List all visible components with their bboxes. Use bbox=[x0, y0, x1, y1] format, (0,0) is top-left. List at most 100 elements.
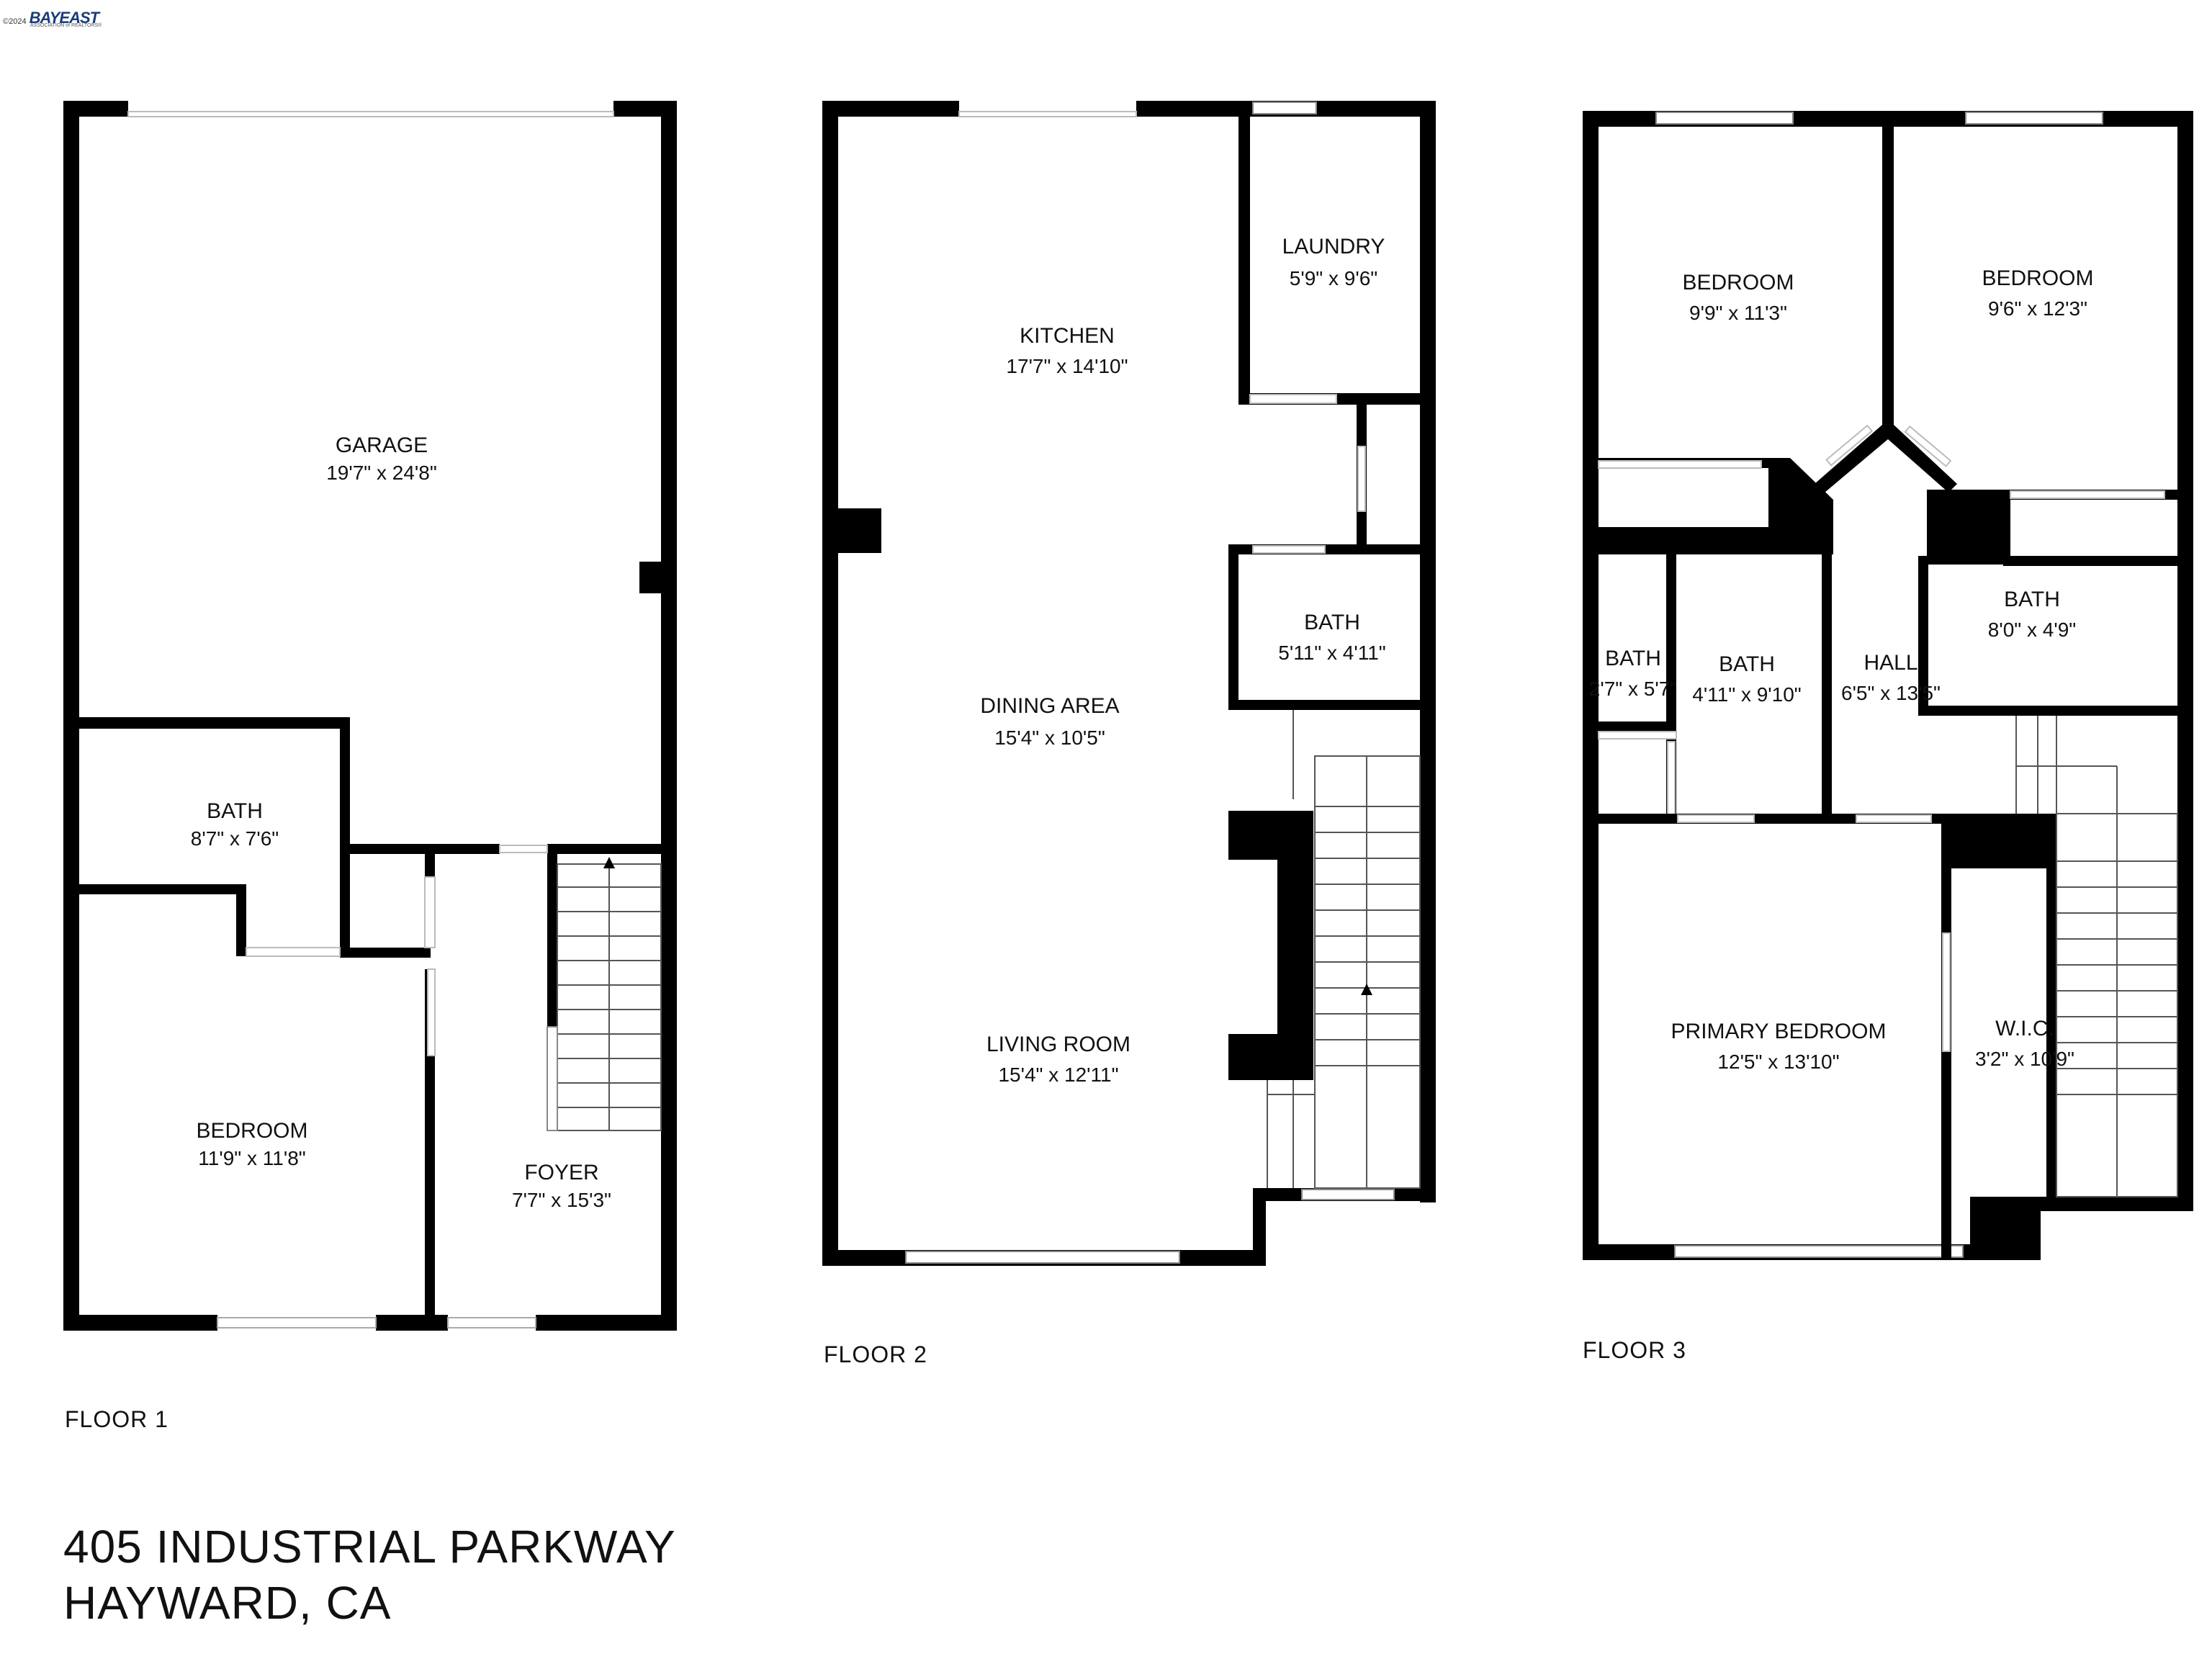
floor-3-bed1-closet-door bbox=[1598, 460, 1762, 469]
floor-2-wall-right bbox=[1420, 101, 1436, 1202]
floor-1-wall-right bbox=[661, 101, 677, 1331]
floor-3-room-dims: 9'6" x 12'3" bbox=[1988, 297, 2087, 320]
floor-1-wall-bath-top bbox=[63, 717, 350, 729]
floor-2-pantry-door bbox=[1357, 446, 1366, 512]
floor-3-stairs bbox=[2015, 716, 2178, 1197]
floor-3-room-name: W.I.C. bbox=[1995, 1017, 2054, 1040]
floor-3-room-name: PRIMARY BEDROOM bbox=[1671, 1020, 1887, 1043]
floor-1-wall-mid-h bbox=[340, 844, 500, 854]
floor-3-bath-row-a bbox=[1599, 721, 1676, 732]
floor-3-room-dims: 4'11" x 9'10" bbox=[1692, 683, 1801, 706]
floor-3-room-name: BATH bbox=[2004, 588, 2060, 611]
floor-1-wall-bottom-b bbox=[376, 1315, 448, 1331]
address-line-1: 405 INDUSTRIAL PARKWAY bbox=[63, 1521, 676, 1573]
floor-2-room-dims: 17'7" x 14'10" bbox=[1006, 355, 1128, 377]
floor-3-primary-door-2 bbox=[1856, 814, 1932, 823]
floor-3-label: FLOOR 3 bbox=[1583, 1337, 1686, 1363]
floor-2-window-laundry bbox=[1252, 102, 1317, 114]
floor-1-stairs bbox=[547, 863, 662, 1131]
floor-3-room-dims: 12'5" x 13'10" bbox=[1717, 1051, 1839, 1073]
floor-3-bath2-right bbox=[1822, 527, 1832, 821]
floor-2-plan: KITCHEN 17'7" x 14'10" LAUNDRY 5'9" x 9'… bbox=[822, 101, 1436, 1367]
floor-3-bed2-closet-door bbox=[2010, 490, 2165, 499]
floor-1-room-name: FOYER bbox=[524, 1161, 598, 1184]
floor-3-wic-door bbox=[1942, 932, 1951, 1052]
floor-3-plan: BEDROOM 9'9" x 11'3" BEDROOM 9'6" x 12'3… bbox=[1583, 111, 2193, 1363]
floor-2-bath-bottom bbox=[1228, 700, 1436, 710]
floor-3-wic-top bbox=[1951, 821, 2056, 868]
floor-1-stair-arrow bbox=[603, 857, 615, 868]
logo-tagline: ASSOCIATION of REALTORS® bbox=[30, 23, 102, 28]
floor-1-room-name: BEDROOM bbox=[196, 1119, 307, 1143]
floor-1-door-bottom bbox=[447, 1317, 536, 1328]
floor-3-bath3-bottom bbox=[1918, 706, 2193, 716]
floor-3-primary-door bbox=[1677, 814, 1755, 823]
floor-3-window-bottom bbox=[1674, 1245, 1964, 1258]
floor-3-wic-corner bbox=[1970, 1197, 2041, 1260]
floor-2-room-dims: 15'4" x 12'11" bbox=[998, 1064, 1118, 1086]
floor-2-room-dims: 5'11" x 4'11" bbox=[1278, 642, 1385, 664]
floor-2-wall-bottom-step bbox=[1253, 1188, 1266, 1266]
floor-3-room-name: BEDROOM bbox=[1682, 271, 1794, 295]
floor-3-hall-angled bbox=[1815, 425, 1957, 493]
floor-1-room-name: BATH bbox=[207, 799, 263, 823]
floor-3-bed2-bottom bbox=[2003, 556, 2177, 566]
floor-3-bath-row-b bbox=[1598, 731, 1677, 739]
floor-2-room-name: KITCHEN bbox=[1020, 324, 1115, 348]
floor-3-room-dims: 2'7" x 5'7" bbox=[1589, 678, 1677, 700]
floor-1-col bbox=[639, 562, 661, 593]
floor-3-bath3-left bbox=[1918, 556, 1928, 716]
floor-3-window-bed1 bbox=[1655, 112, 1794, 125]
floor-3-room-name: BEDROOM bbox=[1982, 266, 2093, 290]
floor-1-wall-bed-top bbox=[340, 948, 431, 958]
floor-2-room-name: BATH bbox=[1304, 611, 1360, 634]
floor-3-room-dims: 9'9" x 11'3" bbox=[1689, 302, 1787, 324]
floor-3-wall-bottom-right bbox=[2025, 1197, 2193, 1211]
floor-1-door-bath bbox=[246, 947, 341, 957]
floor-3-room-name: BATH bbox=[1719, 652, 1775, 676]
floor-1-stair-wall bbox=[547, 854, 557, 1027]
floor-1-room-dims: 11'9" x 11'8" bbox=[198, 1147, 305, 1169]
floor-2-window-stair bbox=[1301, 1189, 1395, 1200]
floor-3-bath-door bbox=[1667, 741, 1676, 820]
floor-1-garage-door bbox=[127, 111, 614, 117]
floor-2-wall-left bbox=[822, 101, 838, 1266]
floor-3-bed1-corner bbox=[1768, 458, 1833, 527]
floor-2-room-name: LIVING ROOM bbox=[986, 1033, 1130, 1056]
floor-3-wall-left bbox=[1583, 111, 1599, 1260]
floor-2-wall-top-left bbox=[822, 101, 959, 117]
floor-2-window-bottom bbox=[905, 1251, 1180, 1264]
floor-3-hall-door-r bbox=[1904, 425, 1952, 467]
floor-2-bath-left bbox=[1228, 544, 1238, 710]
floor-1-room-name: GARAGE bbox=[336, 433, 428, 457]
floor-3-bath-top bbox=[1599, 527, 1833, 554]
floor-1-wall-bath-right bbox=[340, 717, 350, 958]
logo-brand: BAYEAST bbox=[29, 9, 99, 27]
floor-3-hall-door-l bbox=[1825, 424, 1874, 467]
floor-1-window-bottom bbox=[217, 1317, 377, 1328]
floor-3-room-name: BATH bbox=[1605, 647, 1661, 670]
floor-2-room-name: DINING AREA bbox=[980, 694, 1119, 718]
floor-3-wic-right bbox=[2046, 821, 2056, 1210]
floor-1-wall-left bbox=[63, 101, 79, 1331]
floor-1-closet-right bbox=[236, 884, 246, 956]
floor-1-label: FLOOR 1 bbox=[65, 1406, 168, 1432]
floor-1-wall-mid-h2 bbox=[547, 844, 677, 854]
floor-1-wall-top-left bbox=[63, 101, 128, 117]
floor-1-room-dims: 8'7" x 7'6" bbox=[191, 827, 279, 850]
floor-2-room-dims: 15'4" x 10'5" bbox=[994, 727, 1105, 749]
floor-1-plan: GARAGE 19'7" x 24'8" BATH 8'7" x 7'6" BE… bbox=[63, 101, 677, 1432]
floor-3-room-dims: 8'0" x 4'9" bbox=[1988, 619, 2076, 641]
floor-2-stair-arrow bbox=[1361, 984, 1372, 995]
floor-3-wall-right bbox=[2177, 111, 2193, 1211]
floor-2-top-door bbox=[958, 111, 1137, 117]
floor-1-wall-bottom-c bbox=[536, 1315, 677, 1331]
floor-2-fireplace bbox=[1228, 811, 1313, 1080]
floor-3-bed-divider bbox=[1882, 111, 1894, 428]
logo-copyright: ©2024 bbox=[3, 17, 27, 26]
floor-2-laundry-left bbox=[1238, 101, 1250, 405]
floor-2-laundry-door bbox=[1249, 394, 1337, 404]
floor-1-closet-top bbox=[63, 884, 246, 894]
floor-1-wall-foyer-upper bbox=[425, 854, 435, 877]
